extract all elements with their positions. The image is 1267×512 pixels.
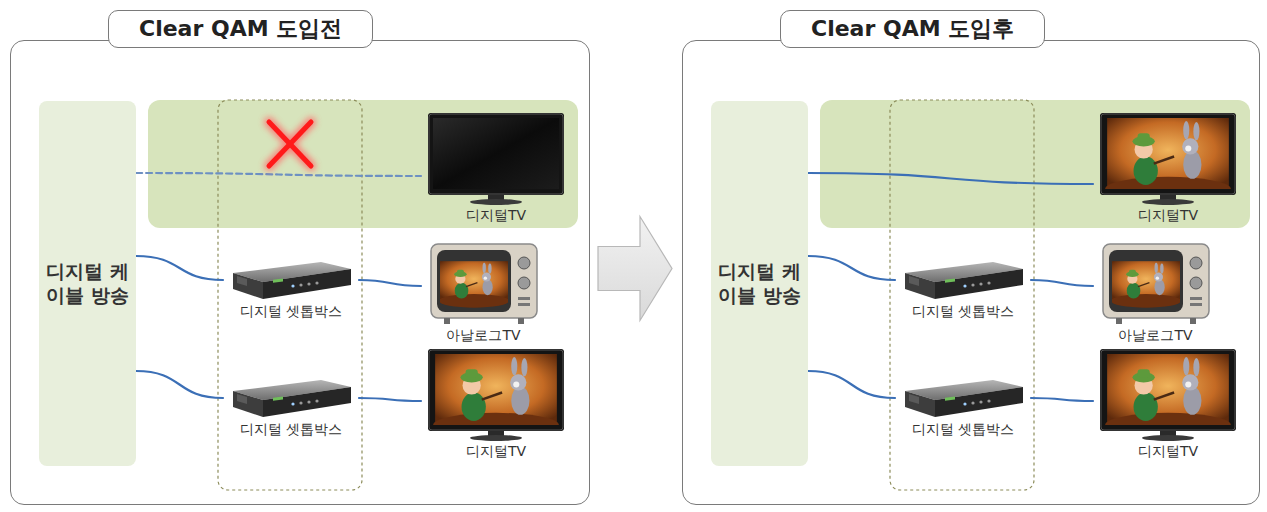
analog-tv-picture	[430, 243, 538, 325]
band-text-wrap: 디지털 케이블 방송	[717, 260, 802, 308]
set-top-box: 디지털 셋톱박스	[223, 377, 359, 439]
transition-arrow	[598, 217, 672, 321]
cable-line	[359, 398, 421, 401]
digital-tv: 디지털TV	[421, 349, 571, 461]
digital-tv-picture	[428, 349, 564, 441]
device-label: 디지털 셋톱박스	[240, 303, 342, 321]
set-top-box: 디지털 셋톱박스	[895, 259, 1031, 321]
tv-region	[820, 100, 1250, 228]
band-label: 디지털 케이블 방송	[717, 260, 802, 308]
device-label: 디지털TV	[1138, 207, 1198, 225]
cable-line	[1031, 398, 1093, 401]
tv-region	[148, 100, 578, 228]
set-top-box-picture	[229, 377, 353, 419]
broadcast-band: 디지털 케이블 방송	[711, 101, 808, 466]
panel-title: Clear QAM 도입후	[780, 10, 1045, 48]
set-top-box-art	[905, 380, 1023, 417]
analog-tv: 아날로그TV	[421, 243, 546, 345]
digital-tv-picture	[1100, 113, 1236, 205]
blocked-cable	[136, 173, 421, 176]
stb-frame	[218, 100, 362, 490]
band-label: 디지털 케이블 방송	[45, 260, 130, 308]
analog-tv-art	[431, 244, 537, 324]
band-text-wrap: 디지털 케이블 방송	[45, 260, 130, 308]
device-label: 디지털 셋톱박스	[912, 303, 1014, 321]
red-x-glow	[269, 122, 311, 166]
digital-tv: 디지털TV	[421, 113, 571, 225]
digital-tv: 디지털TV	[1093, 349, 1243, 461]
set-top-box-art	[905, 262, 1023, 299]
device-label: 아날로그TV	[446, 327, 520, 345]
cable-line	[1031, 280, 1093, 286]
digital-tv: 디지털TV	[1093, 113, 1243, 225]
set-top-box-picture	[901, 259, 1025, 301]
digital-tv-art	[1100, 113, 1236, 205]
set-top-box: 디지털 셋톱박스	[895, 377, 1031, 439]
cable-line	[136, 371, 223, 398]
digital-tv-picture	[428, 113, 564, 205]
digital-tv-art	[1100, 349, 1236, 441]
device-label: 디지털TV	[466, 207, 526, 225]
set-top-box: 디지털 셋톱박스	[223, 259, 359, 321]
comparison-panel: Clear QAM 도입후디지털 케이블 방송디지털TV디지털 셋톱박스아날로그…	[682, 40, 1260, 505]
cable-line	[808, 173, 1093, 184]
device-label: 디지털 셋톱박스	[240, 421, 342, 439]
digital-tv-picture	[1100, 349, 1236, 441]
digital-tv-art	[428, 349, 564, 441]
stb-frame	[890, 100, 1034, 490]
analog-tv-art	[1103, 244, 1209, 324]
panel-title: Clear QAM 도입전	[108, 10, 373, 48]
device-label: 디지털TV	[466, 443, 526, 461]
set-top-box-picture	[901, 377, 1025, 419]
set-top-box-picture	[229, 259, 353, 301]
device-label: 아날로그TV	[1118, 327, 1192, 345]
analog-tv: 아날로그TV	[1093, 243, 1218, 345]
set-top-box-art	[233, 380, 351, 417]
analog-tv-picture	[1102, 243, 1210, 325]
device-label: 디지털TV	[1138, 443, 1198, 461]
device-label: 디지털 셋톱박스	[912, 421, 1014, 439]
cable-line	[136, 256, 223, 280]
cable-line	[359, 280, 421, 286]
digital-tv-art	[428, 113, 564, 205]
cable-line	[808, 371, 895, 398]
broadcast-band: 디지털 케이블 방송	[39, 101, 136, 466]
set-top-box-art	[233, 262, 351, 299]
comparison-panel: Clear QAM 도입전디지털 케이블 방송디지털TV디지털 셋톱박스아날로그…	[10, 40, 590, 505]
cable-line	[808, 256, 895, 280]
red-x	[269, 122, 311, 166]
